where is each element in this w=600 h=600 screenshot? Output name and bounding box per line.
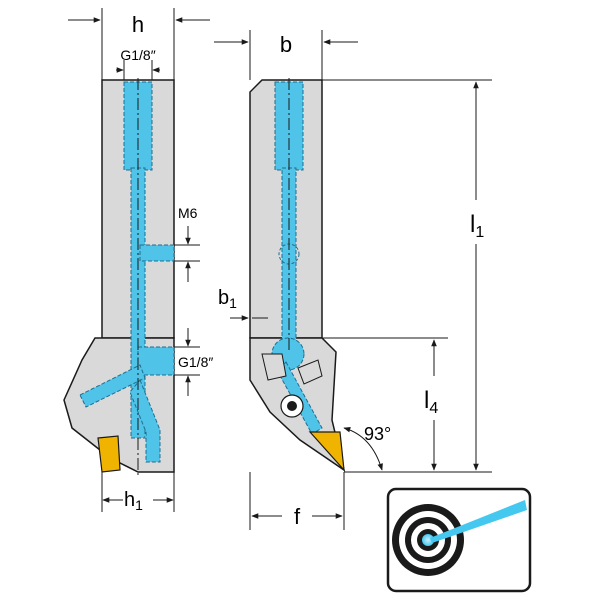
dim-l1-label: l1 xyxy=(470,211,484,241)
dim-b-label: b xyxy=(280,32,292,57)
dim-h1-label: h1 xyxy=(124,489,143,513)
side-view: b b1 l1 l4 93° f xyxy=(214,30,492,530)
dim-h-label: h xyxy=(132,12,144,37)
dim-b1-label: b1 xyxy=(218,287,237,311)
front-insert xyxy=(97,435,121,473)
g18-side-port xyxy=(137,346,175,376)
side-clamp-lever xyxy=(297,359,323,385)
dim-m6-label: M6 xyxy=(178,205,198,221)
dim-l4-label: l4 xyxy=(424,387,438,417)
m6-port xyxy=(139,244,175,262)
clamp-screw-inner xyxy=(287,401,297,411)
internal-coolant-target-icon xyxy=(386,487,532,593)
dim-g18-side-label: G1/8″ xyxy=(178,354,213,370)
side-clamp xyxy=(261,353,287,381)
angle-arc xyxy=(343,427,383,471)
dim-angle-label: 93° xyxy=(364,424,391,444)
side-insert xyxy=(308,431,345,472)
dim-g18-top-label: G1/8″ xyxy=(120,47,155,63)
front-view: h G1/8″ M6 G1/8″ h1 xyxy=(63,8,213,513)
dim-f-label: f xyxy=(294,504,301,529)
head-coolant-channel xyxy=(79,364,146,408)
